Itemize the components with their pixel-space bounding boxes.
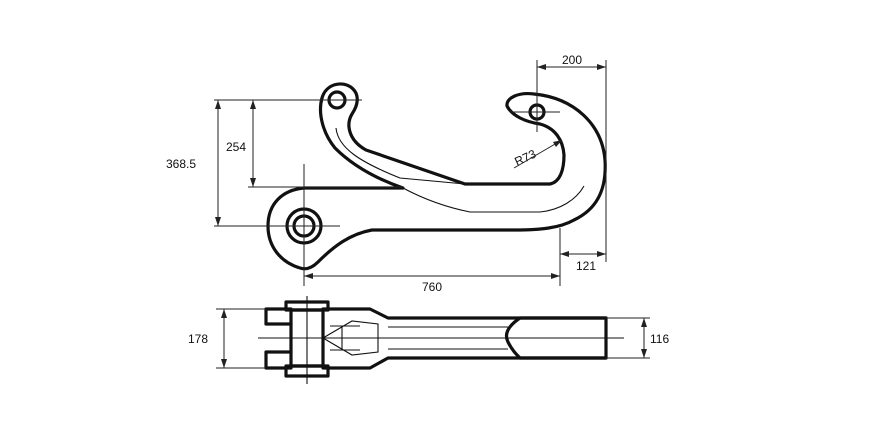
dim-width-shank: 116 — [650, 332, 669, 346]
dim-radius: R73 — [512, 147, 538, 169]
hook-inner-line-2 — [402, 185, 585, 213]
top-view-dimensions: 178 116 — [188, 308, 669, 369]
hook-inner-line — [335, 127, 466, 185]
dim-offset: 121 — [576, 259, 596, 273]
dim-top-width: 200 — [562, 53, 582, 67]
side-view-dimensions: 200 R73 368.5 254 760 121 — [166, 53, 607, 294]
dim-width-fork: 178 — [188, 332, 208, 346]
shank-end-curve — [504, 316, 608, 360]
hook-outline — [266, 82, 607, 271]
hook-top-view — [258, 296, 624, 384]
dim-height-pin: 254 — [226, 140, 246, 154]
dim-length: 760 — [422, 280, 442, 294]
dim-height-total: 368.5 — [166, 157, 196, 171]
